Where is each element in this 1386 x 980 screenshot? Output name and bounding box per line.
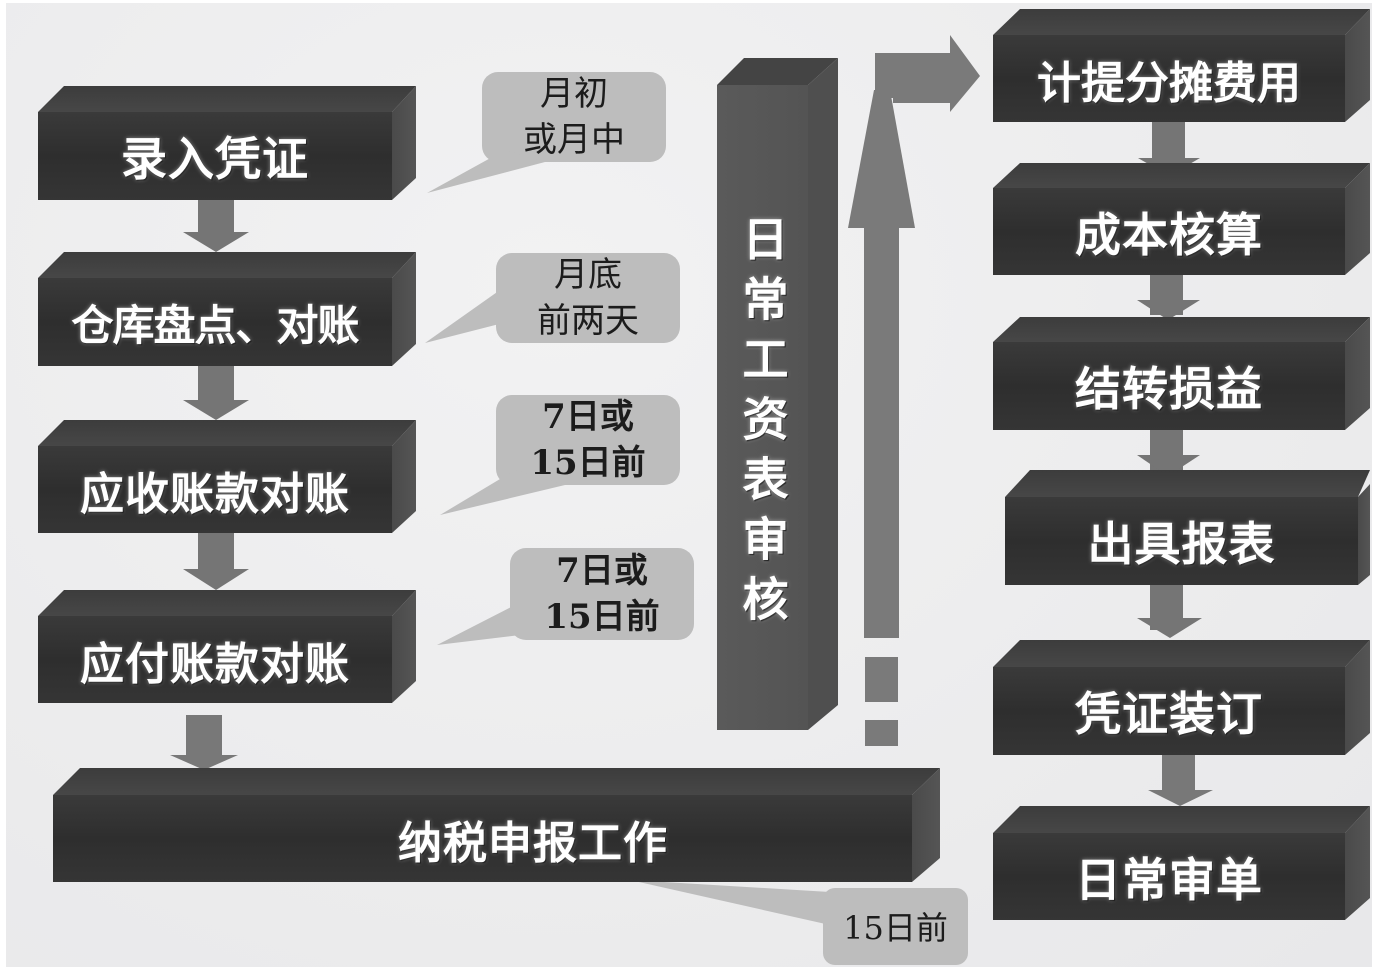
step-label: 应收账款对账 bbox=[80, 468, 350, 520]
block-side-face bbox=[1345, 9, 1370, 122]
step-label: 纳税申报工作 bbox=[398, 817, 668, 869]
block-top-face bbox=[1005, 470, 1370, 497]
step-bind-vouchers: 凭证装订 bbox=[993, 667, 1345, 755]
callout-line: 月初 bbox=[540, 74, 608, 114]
step-receivables-reconcile: 应收账款对账 bbox=[38, 446, 392, 533]
callout-line: 月底 bbox=[554, 255, 622, 295]
step-label: 日常审单 bbox=[1075, 852, 1263, 907]
callout-line: 15日前 bbox=[530, 443, 646, 483]
block-top-face bbox=[993, 640, 1370, 667]
block-side-face bbox=[392, 252, 416, 366]
step-issue-reports: 出具报表 bbox=[1005, 497, 1358, 585]
callout-line: 15日前 bbox=[843, 909, 948, 947]
block-side-face bbox=[392, 420, 416, 533]
step-label: 日常工资表审核 bbox=[735, 215, 790, 635]
step-carry-forward-pl: 结转损益 bbox=[993, 342, 1345, 430]
arrow-down-icon bbox=[183, 200, 249, 252]
block-side-face bbox=[1345, 163, 1370, 275]
step-label: 录入凭证 bbox=[121, 132, 309, 186]
callout-warehouse-count: 月底 前两天 bbox=[496, 253, 680, 343]
block-side-face bbox=[392, 590, 416, 703]
block-top-face bbox=[38, 420, 416, 446]
step-label: 仓库盘点、对账 bbox=[71, 300, 359, 350]
step-tax-filing: 纳税申报工作 bbox=[53, 795, 912, 882]
arrow-down-icon bbox=[183, 533, 249, 590]
step-label: 计提分摊费用 bbox=[1037, 57, 1301, 109]
arrow-down-icon bbox=[170, 715, 238, 770]
callout-line: 或月中 bbox=[523, 120, 625, 160]
block-top-face bbox=[38, 252, 416, 278]
block-side-face bbox=[1345, 640, 1370, 755]
block-side-face bbox=[1345, 806, 1370, 920]
step-warehouse-count: 仓库盘点、对账 bbox=[38, 278, 392, 366]
block-top-face bbox=[38, 86, 416, 112]
pillar-top-face bbox=[717, 58, 838, 85]
arrow-down-icon bbox=[1148, 755, 1213, 806]
callout-payables: 7日或 15日前 bbox=[510, 548, 694, 640]
step-daily-review: 日常审单 bbox=[993, 833, 1345, 920]
callout-line: 前两天 bbox=[537, 301, 639, 341]
arrow-down-icon bbox=[1137, 430, 1200, 476]
callout-line: 7日或 bbox=[556, 551, 648, 591]
block-top-face bbox=[993, 806, 1370, 833]
arrow-down-icon bbox=[1137, 585, 1202, 638]
block-side-face bbox=[1358, 484, 1370, 585]
block-top-face bbox=[53, 768, 940, 795]
block-side-face bbox=[1345, 317, 1370, 430]
pillar-side-face bbox=[808, 58, 838, 730]
callout-tax-filing: 15日前 bbox=[823, 898, 968, 958]
block-top-face bbox=[993, 317, 1370, 342]
callout-line: 7日或 bbox=[542, 397, 634, 437]
block-top-face bbox=[993, 9, 1370, 35]
callout-shapes bbox=[425, 72, 968, 965]
step-cost-accounting: 成本核算 bbox=[993, 188, 1345, 275]
arrow-down-icon bbox=[183, 366, 249, 420]
arrow-up-right-icon bbox=[848, 35, 980, 746]
block-top-face bbox=[38, 590, 416, 616]
block-side-face bbox=[912, 768, 940, 882]
step-enter-vouchers: 录入凭证 bbox=[38, 112, 392, 200]
step-payables-reconcile: 应付账款对账 bbox=[38, 616, 392, 703]
callout-line: 15日前 bbox=[544, 597, 660, 637]
step-accrue-expenses: 计提分摊费用 bbox=[993, 35, 1345, 122]
step-label: 结转损益 bbox=[1075, 362, 1263, 416]
arrow-down-icon bbox=[1137, 275, 1200, 320]
step-label: 凭证装订 bbox=[1075, 687, 1263, 741]
step-payroll-review: 日常工资表审核 bbox=[717, 85, 808, 730]
block-top-face bbox=[993, 163, 1370, 188]
block-side-face bbox=[392, 86, 416, 200]
step-label: 应付账款对账 bbox=[80, 638, 350, 690]
step-label: 成本核算 bbox=[1075, 207, 1263, 262]
callout-receivables: 7日或 15日前 bbox=[496, 395, 680, 485]
callout-enter-vouchers: 月初 或月中 bbox=[482, 72, 666, 162]
step-label: 出具报表 bbox=[1087, 517, 1276, 571]
